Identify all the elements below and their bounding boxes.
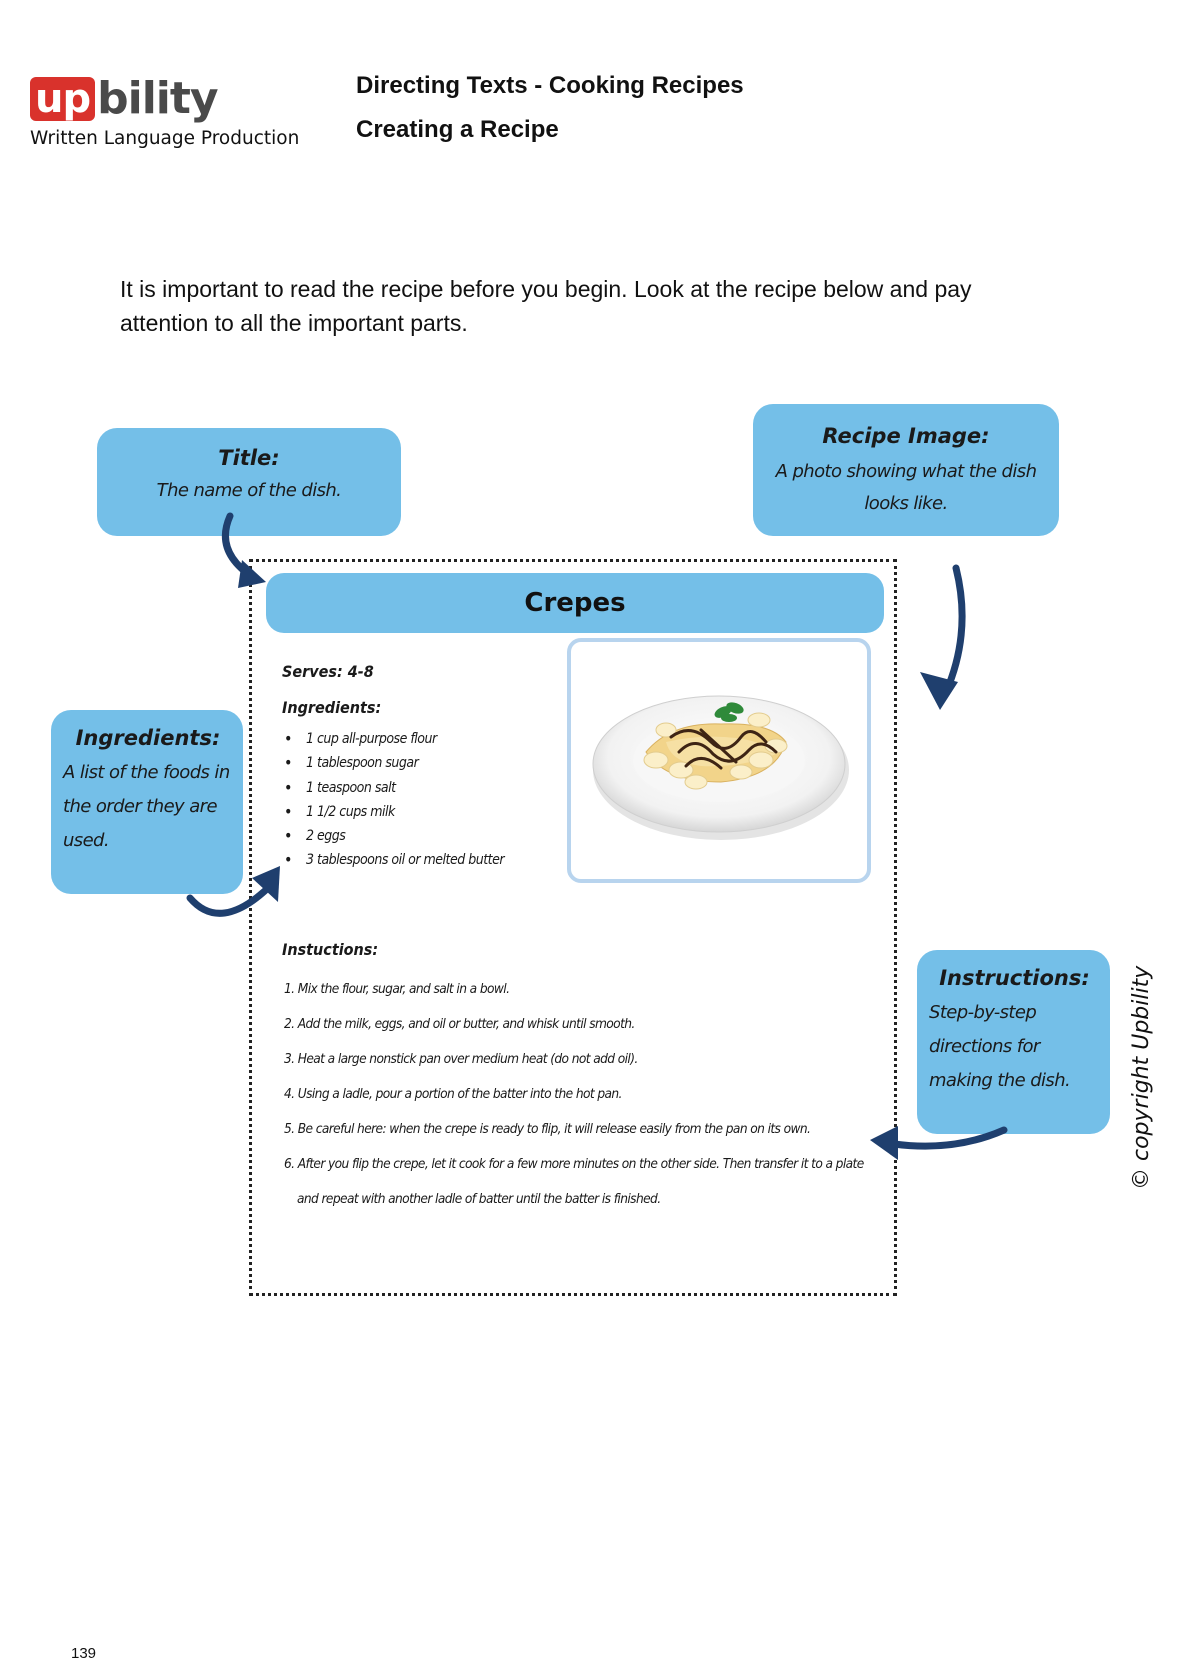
callout-instructions: Instructions: Step-by-step directions fo… bbox=[917, 950, 1110, 1134]
list-item: •1 teaspoon salt bbox=[284, 777, 396, 797]
instructions-list: 1. Mix the flour, sugar, and salt in a b… bbox=[284, 972, 864, 1217]
list-item: 2. Add the milk, eggs, and oil or butter… bbox=[284, 1016, 635, 1032]
list-item: 5. Be careful here: when the crepe is re… bbox=[284, 1121, 811, 1137]
page-subtitle: Creating a Recipe bbox=[356, 116, 559, 143]
callout-instructions-heading: Instructions: bbox=[939, 966, 1090, 990]
recipe-frame bbox=[249, 559, 897, 1296]
callout-title: Title: The name of the dish. bbox=[97, 428, 401, 536]
recipe-photo bbox=[567, 638, 871, 883]
recipe-serves: Serves: 4-8 bbox=[282, 662, 374, 681]
logo-rest: bility bbox=[97, 73, 218, 124]
callout-title-body: The name of the dish. bbox=[156, 480, 342, 501]
arrow-to-title bbox=[222, 512, 266, 588]
callout-recipe-image: Recipe Image: A photo showing what the d… bbox=[753, 404, 1059, 536]
instruction-continued: and repeat with another ladle of batter … bbox=[297, 1191, 661, 1207]
page-title: Directing Texts - Cooking Recipes bbox=[356, 72, 744, 99]
recipe-title: Crepes bbox=[266, 573, 884, 633]
crepes-plate-image bbox=[592, 695, 849, 840]
callout-image-heading: Recipe Image: bbox=[822, 424, 990, 448]
list-item: 6. After you flip the crepe, let it cook… bbox=[284, 1147, 864, 1217]
list-item: 4. Using a ladle, pour a portion of the … bbox=[284, 1086, 622, 1102]
arrow-to-ingredients bbox=[186, 866, 280, 917]
page-number: 139 bbox=[71, 1645, 97, 1662]
list-item: •3 tablespoons oil or melted butter bbox=[284, 850, 505, 870]
callout-image-body: A photo showing what the dish looks like… bbox=[775, 461, 1037, 514]
callout-ingredients: Ingredients: A list of the foods in the … bbox=[51, 710, 243, 894]
list-item: •2 eggs bbox=[284, 826, 346, 846]
list-item: •1 1/2 cups milk bbox=[284, 801, 395, 821]
callout-title-heading: Title: bbox=[218, 446, 280, 470]
logo-up: up bbox=[30, 77, 96, 121]
arrow-to-image bbox=[920, 564, 966, 710]
list-item: 3. Heat a large nonstick pan over medium… bbox=[284, 1051, 638, 1067]
callout-ingredients-body: A list of the foods in the order they ar… bbox=[63, 762, 230, 851]
logo-wordmark: up bility bbox=[30, 72, 290, 126]
ingredients-list: •1 cup all-purpose flour •1 tablespoon s… bbox=[284, 727, 505, 873]
ingredients-heading: Ingredients: bbox=[282, 698, 382, 717]
instructions-heading: Instuctions: bbox=[282, 940, 379, 959]
list-item: •1 cup all-purpose flour bbox=[284, 729, 437, 748]
list-item: •1 tablespoon sugar bbox=[284, 753, 419, 773]
copyright-notice: © copyright Upbility bbox=[1129, 965, 1154, 1190]
callout-instructions-body: Step-by-step directions for making the d… bbox=[929, 1002, 1071, 1091]
upbility-logo: up bility Written Language Production bbox=[30, 72, 300, 149]
intro-paragraph: It is important to read the recipe befor… bbox=[120, 276, 972, 336]
list-item: 1. Mix the flour, sugar, and salt in a b… bbox=[284, 981, 510, 997]
logo-subtitle: Written Language Production bbox=[30, 128, 300, 149]
callout-ingredients-heading: Ingredients: bbox=[75, 726, 221, 750]
arrow-to-instructions bbox=[870, 1126, 1008, 1160]
